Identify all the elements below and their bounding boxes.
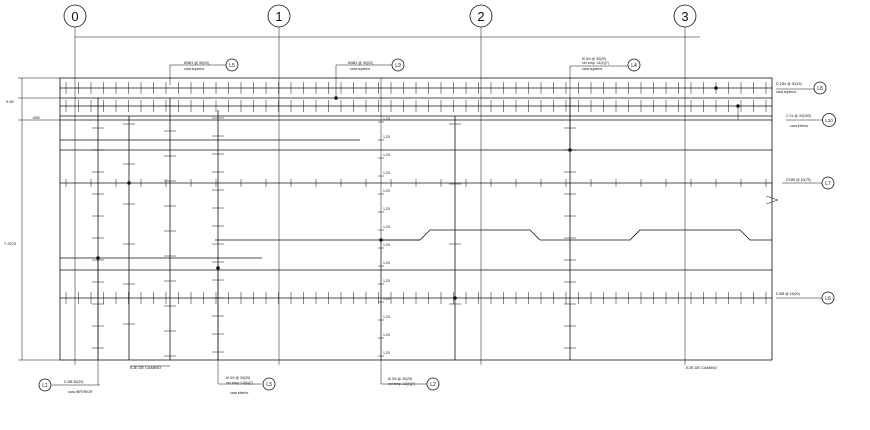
dimension-small-label: .050 xyxy=(32,115,41,120)
L3-ref: ver emp. L3(4)(7) xyxy=(226,381,253,385)
callout-L5: Ø4Ø1 @ 30(20) cara superior L5 xyxy=(169,58,239,85)
L10-tag: L10 xyxy=(825,118,833,123)
L9-tag: L9 xyxy=(395,63,401,69)
axis-label-0: 0 xyxy=(71,9,78,24)
L7-spec: D7Ø5 @ 40(75) xyxy=(786,178,811,182)
slab-outline xyxy=(59,77,773,361)
L9-spec: Ø4Ø1 @ 30(20) xyxy=(348,61,373,65)
callout-L1: L1 D 3Ø-30(20) cara INFERIOR xyxy=(38,258,100,394)
L1-tag: L1 xyxy=(42,383,48,389)
L9-face: cara superior xyxy=(350,67,371,71)
long-bars xyxy=(60,87,779,299)
axis-label-1: 1 xyxy=(275,9,282,24)
L3-face: cara inferior xyxy=(230,391,249,395)
level-label: 1.20 xyxy=(383,297,390,301)
callout-L2: Ø 3/4 @ 30(20) ver emp. L3(4)(7) L2 xyxy=(380,240,440,391)
L6-spec: D 8Ø @ 15(20) xyxy=(776,292,800,296)
callout-L7: D7Ø5 @ 40(75) L7 xyxy=(782,176,835,190)
L2-ref: ver emp. L3(4)(7) xyxy=(388,382,415,386)
L4-face: cara superior xyxy=(582,67,603,71)
L10-face: cara inferior xyxy=(790,124,809,128)
callout-L9: Ø4Ø1 @ 30(20) cara superior L9 xyxy=(335,58,405,98)
axis-bubble-0: 0 xyxy=(63,4,87,28)
L4-spec: Ø 3/4 @ 30(20) xyxy=(582,57,606,61)
level-label: 1.20 xyxy=(383,117,390,121)
axis-bubble-1: 1 xyxy=(267,4,291,28)
L5-spec: Ø4Ø1 @ 30(20) xyxy=(184,61,209,65)
L2-tag: L2 xyxy=(430,382,436,388)
axis-lines xyxy=(74,27,700,365)
axis-bubble-2: 2 xyxy=(469,4,493,28)
eje-camino-left-label: EJE DE CAMINO xyxy=(130,365,161,370)
L5-face: cara superior xyxy=(184,67,205,71)
axis-bubble-3: 3 xyxy=(673,4,697,28)
level-label: 1.20 xyxy=(383,189,390,193)
level-label: 1.20 xyxy=(383,279,390,283)
level-label: 1.20 xyxy=(383,225,390,229)
L10-spec: C 01 @ 30(150) xyxy=(786,114,811,118)
callout-L3: Ø 3/4 @ 30(20) ver emp. L3(4)(7) cara in… xyxy=(217,268,276,395)
level-label: 1.20 xyxy=(383,243,390,247)
callout-L4: Ø 3/4 @ 30(20) ver emp. L4(4)(7) cara su… xyxy=(569,57,641,150)
callout-L6: D 8Ø @ 15(20) L6 xyxy=(776,291,835,305)
level-label: 1.20 xyxy=(383,153,390,157)
level-label: 1.20 xyxy=(383,135,390,139)
L3-tag: L3 xyxy=(266,382,272,388)
L5-tag: L5 xyxy=(229,63,235,69)
dimension-side-label: 7.2070 xyxy=(4,241,17,246)
vertical-bars xyxy=(92,98,576,360)
callout-L8: D 1Ø4 @ 30(15) cara superior L8 xyxy=(776,81,827,95)
level-label: 1.20 xyxy=(383,333,390,337)
level-label: 1.20 xyxy=(383,315,390,319)
L4-tag: L4 xyxy=(631,63,637,69)
level-labels: 1.20 1.20 1.20 1.20 1.20 1.20 1.20 1.20 1.20 1.20… xyxy=(378,78,390,360)
axis-label-2: 2 xyxy=(477,9,484,24)
level-label: 1.20 xyxy=(383,261,390,265)
left-dimensions: 0.50 .050 7.2070 xyxy=(4,77,60,361)
eje-camino-right-label: EJE DE CAMINO xyxy=(686,365,717,370)
bar-junction-dots xyxy=(96,86,740,300)
L7-tag: L7 xyxy=(825,181,831,187)
L2-spec: Ø 3/4 @ 30(20) xyxy=(388,377,412,381)
rebar-ticks xyxy=(65,82,767,304)
L3-spec: Ø 3/4 @ 30(20) xyxy=(226,376,250,380)
level-label: 1.20 xyxy=(383,207,390,211)
level-label: 1.20 xyxy=(383,171,390,175)
L1-spec: D 3Ø-30(20) xyxy=(64,380,83,384)
callout-L10: C 01 @ 30(150) cara inferior L10 xyxy=(737,106,836,128)
L4-ref: ver emp. L4(4)(7) xyxy=(582,61,609,65)
L8-spec: D 1Ø4 @ 30(15) xyxy=(776,82,802,86)
L8-face: cara superior xyxy=(776,90,797,94)
axis-label-3: 3 xyxy=(681,9,688,24)
L1-face: cara INFERIOR xyxy=(68,390,93,394)
dimension-top-label: 0.50 xyxy=(6,99,15,104)
L6-tag: L6 xyxy=(825,296,831,302)
level-label: 1.20 xyxy=(383,351,390,355)
L8-tag: L8 xyxy=(817,86,823,92)
